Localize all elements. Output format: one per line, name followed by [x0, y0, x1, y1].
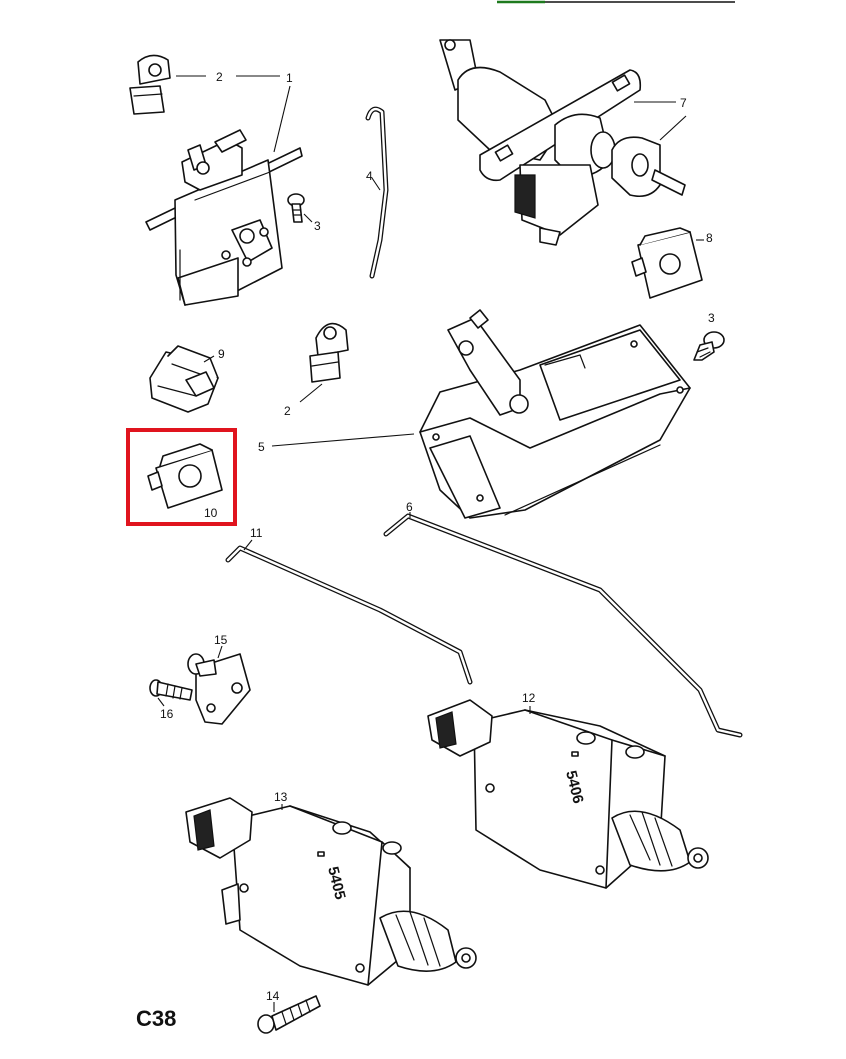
part-16-bolt[interactable]	[149, 679, 193, 701]
part-12-actuator[interactable]	[427, 699, 709, 889]
callout-16: 16	[160, 707, 174, 721]
part-14-screw[interactable]	[257, 995, 321, 1034]
part-10-cover[interactable]	[147, 443, 223, 509]
part-1-lock[interactable]	[145, 129, 303, 306]
callout-7: 7	[680, 96, 687, 110]
part-8-cover[interactable]	[631, 227, 703, 299]
callout-12: 12	[522, 691, 536, 705]
callout-2-top: 2	[216, 70, 223, 84]
part-3-screw-upper[interactable]	[287, 193, 305, 223]
callout-13: 13	[274, 790, 288, 804]
leader-lines	[157, 75, 704, 1012]
part-9-clip[interactable]	[149, 345, 219, 413]
callout-6: 6	[406, 500, 413, 514]
part-11-rod[interactable]	[225, 545, 473, 685]
callout-1: 1	[286, 71, 293, 85]
callout-4: 4	[366, 169, 373, 183]
callout-9: 9	[218, 347, 225, 361]
callout-5: 5	[258, 440, 265, 454]
callout-3-right: 3	[708, 311, 715, 325]
page-code: C38	[136, 1006, 176, 1031]
part-5-latch[interactable]	[419, 309, 691, 519]
part-2-clip-top[interactable]	[129, 54, 171, 115]
part-3-screw-right[interactable]	[693, 331, 725, 361]
callout-15: 15	[214, 633, 228, 647]
part-2-clip-middle[interactable]	[309, 322, 349, 383]
callout-3-upper: 3	[314, 219, 321, 233]
part-4-rod[interactable]	[365, 106, 389, 279]
part-6-rod[interactable]	[383, 513, 743, 738]
callout-8: 8	[706, 231, 713, 245]
callout-2-middle: 2	[284, 404, 291, 418]
part-7-lock-cylinder[interactable]	[439, 39, 686, 246]
part-13-actuator[interactable]	[185, 797, 477, 986]
callout-10: 10	[204, 506, 218, 520]
part-15-bracket[interactable]	[187, 653, 251, 725]
callout-14: 14	[266, 989, 280, 1003]
highlight-box-part-10	[126, 428, 237, 526]
callout-11: 11	[250, 526, 263, 540]
